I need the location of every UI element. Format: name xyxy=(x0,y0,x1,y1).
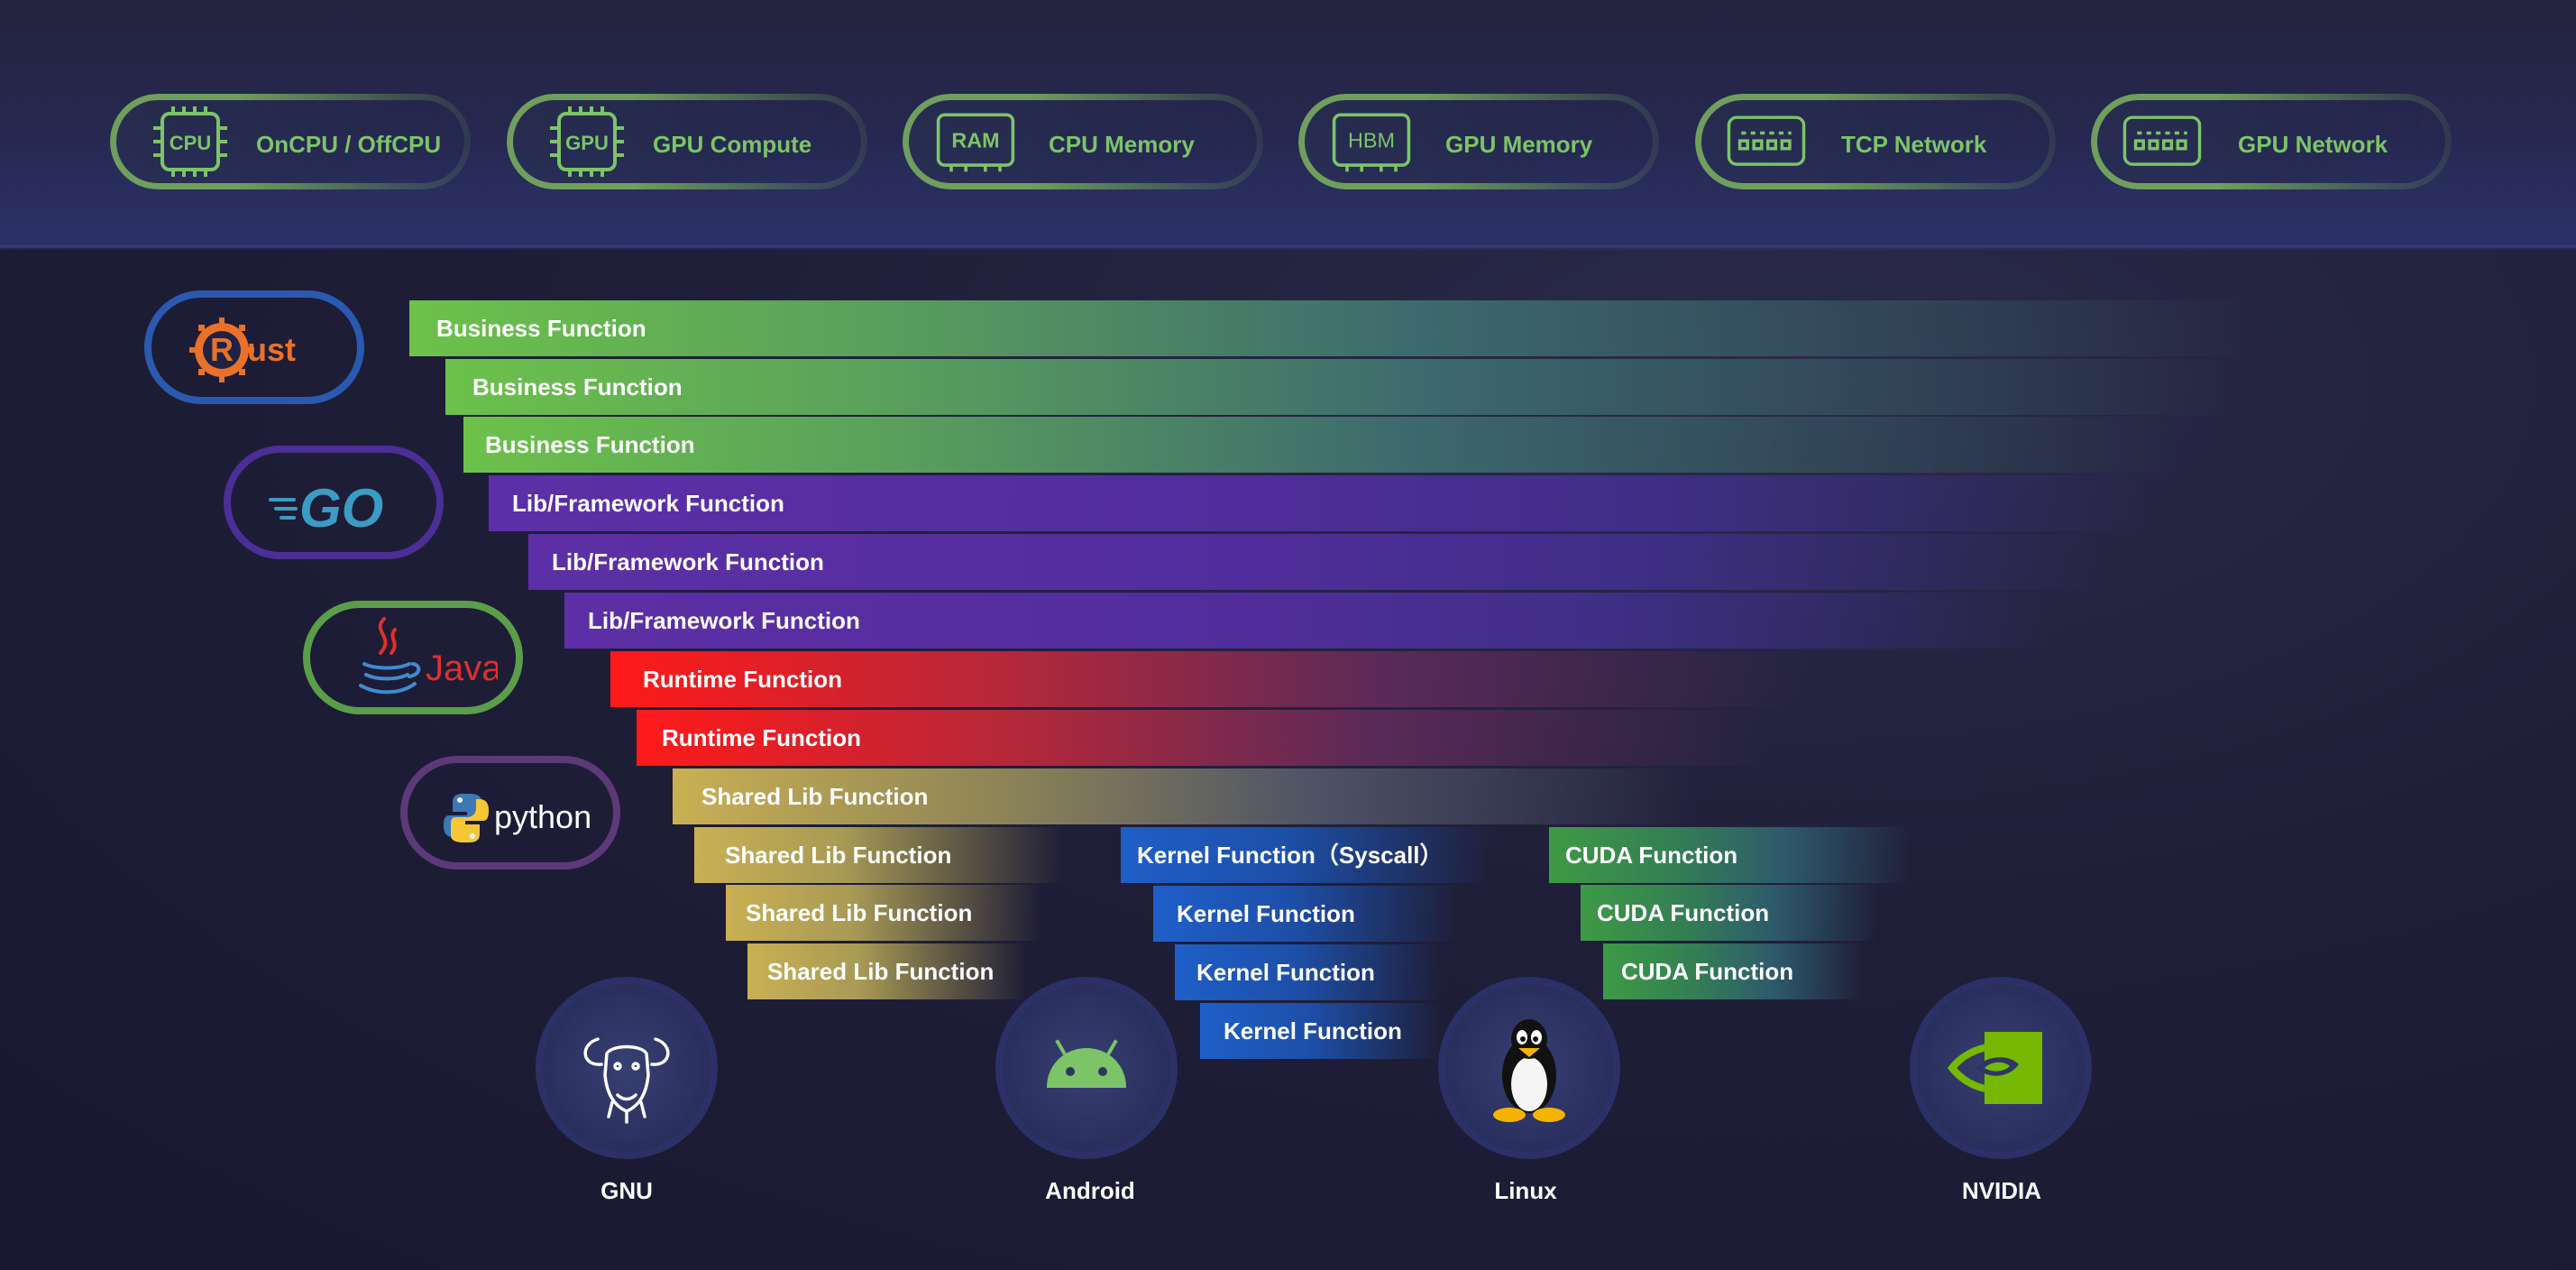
platform-label-gnu: GNU xyxy=(600,1177,653,1204)
stack-frame-kernel[interactable]: Kernel Function（Syscall） xyxy=(1121,827,1490,883)
stack-frame-kernel[interactable]: Kernel Function xyxy=(1153,886,1460,942)
hbm-icon: HBM xyxy=(1332,113,1411,172)
frame-label: Shared Lib Function xyxy=(767,958,995,985)
gpu-badge-text: GPU xyxy=(565,132,609,154)
frame-label: Kernel Function xyxy=(1177,900,1355,927)
stack-frame-cuda[interactable]: CUDA Function xyxy=(1549,827,1910,883)
platform-badge-linux xyxy=(1438,977,1620,1159)
frame-label: CUDA Function xyxy=(1621,958,1794,985)
frame-label: Lib/Framework Function xyxy=(588,607,860,634)
stack-frame-runtime[interactable]: Runtime Function xyxy=(610,651,2017,707)
frame-label: Runtime Function xyxy=(643,666,842,693)
resource-label-cpu-memory: CPU Memory xyxy=(1049,131,1195,158)
resource-label-gpu-compute: GPU Compute xyxy=(653,131,812,158)
svg-text:Java: Java xyxy=(426,649,498,688)
stack-frame-business[interactable]: Business Function xyxy=(463,417,2173,473)
platform-badge-gnu xyxy=(536,977,718,1159)
frame-label: Shared Lib Function xyxy=(746,899,973,926)
stack-frame-framework[interactable]: Lib/Framework Function xyxy=(528,534,2103,590)
resource-pill-outline xyxy=(507,94,867,189)
resource-label-oncpu: OnCPU / OffCPU xyxy=(256,131,442,158)
frame-label: Lib/Framework Function xyxy=(512,490,784,517)
lang-badge-rust: R ust xyxy=(144,290,364,404)
stack-frame-cuda[interactable]: CUDA Function xyxy=(1603,943,1865,999)
stack-frame-business[interactable]: Business Function xyxy=(409,300,2245,356)
frame-label: Kernel Function（Syscall） xyxy=(1137,842,1444,869)
lang-badge-java: Java xyxy=(303,601,523,714)
stack-frame-kernel[interactable]: Kernel Function xyxy=(1200,1003,1444,1059)
network-switch-icon xyxy=(1727,115,1806,166)
stack-frame-cuda[interactable]: CUDA Function xyxy=(1581,885,1878,941)
network-switch-icon xyxy=(2122,115,2202,166)
hbm-badge-text: HBM xyxy=(1348,128,1395,152)
stack-frame-kernel[interactable]: Kernel Function xyxy=(1175,944,1445,1000)
svg-text:GO: GO xyxy=(299,478,383,538)
resource-pill-outline xyxy=(1298,94,1659,189)
platform-badge-android xyxy=(995,977,1178,1159)
gpu-chip-icon: GPU xyxy=(550,106,624,177)
resource-label-gpu-memory: GPU Memory xyxy=(1445,131,1593,158)
frame-label: Business Function xyxy=(485,431,695,458)
svg-text:python: python xyxy=(494,798,591,835)
frame-label: Business Function xyxy=(472,373,683,400)
stack-frame-shared-lib[interactable]: Shared Lib Function xyxy=(726,885,1041,941)
stack-frame-framework[interactable]: Lib/Framework Function xyxy=(489,475,2148,531)
lang-badge-go: GO xyxy=(224,446,444,559)
stack-frame-shared-lib[interactable]: Shared Lib Function xyxy=(673,768,1953,824)
stack-frame-shared-lib[interactable]: Shared Lib Function xyxy=(747,943,1027,999)
frame-label: CUDA Function xyxy=(1597,899,1770,926)
resource-pill-outline xyxy=(903,94,1263,189)
java-logo-icon: Java xyxy=(359,617,498,695)
tux-penguin-icon xyxy=(1493,1019,1565,1122)
resource-pill-outline xyxy=(110,94,471,189)
frame-label: Runtime Function xyxy=(662,724,861,751)
frame-label: Lib/Framework Function xyxy=(552,548,824,575)
android-robot-icon xyxy=(1047,1039,1126,1088)
stack-frame-framework[interactable]: Lib/Framework Function xyxy=(564,593,2052,649)
go-logo-icon: GO xyxy=(269,478,383,538)
frame-label: Kernel Function xyxy=(1196,959,1375,986)
platform-label-linux: Linux xyxy=(1494,1177,1557,1204)
ram-icon: RAM xyxy=(936,113,1015,172)
header-divider xyxy=(0,245,2576,251)
python-logo-icon: python xyxy=(444,794,591,842)
resource-label-gpu-network: GPU Network xyxy=(2238,131,2388,158)
cpu-badge-text: CPU xyxy=(170,132,211,154)
platform-badge-nvidia xyxy=(1910,977,2092,1159)
svg-text:ust: ust xyxy=(247,331,296,368)
resource-label-tcp-network: TCP Network xyxy=(1841,131,1987,158)
lang-badge-python: python xyxy=(400,756,620,870)
nvidia-eye-icon xyxy=(1947,1032,2042,1104)
frame-label: Shared Lib Function xyxy=(701,783,929,810)
gnu-head-icon xyxy=(583,1037,670,1124)
frame-label: Shared Lib Function xyxy=(725,842,952,869)
frame-label: Kernel Function xyxy=(1224,1017,1402,1045)
stack-frame-runtime[interactable]: Runtime Function xyxy=(637,710,1971,766)
cpu-chip-icon: CPU xyxy=(153,106,227,177)
platform-label-nvidia: NVIDIA xyxy=(1961,1177,2042,1204)
stack-frame-business[interactable]: Business Function xyxy=(445,359,2227,415)
stack-frame-shared-lib[interactable]: Shared Lib Function xyxy=(694,827,1064,883)
frame-label: CUDA Function xyxy=(1565,842,1738,869)
rust-logo-icon: R ust xyxy=(189,318,296,382)
platform-label-android: Android xyxy=(1045,1177,1135,1204)
ram-badge-text: RAM xyxy=(951,128,999,152)
svg-text:R: R xyxy=(210,331,234,368)
frame-label: Business Function xyxy=(436,315,646,342)
